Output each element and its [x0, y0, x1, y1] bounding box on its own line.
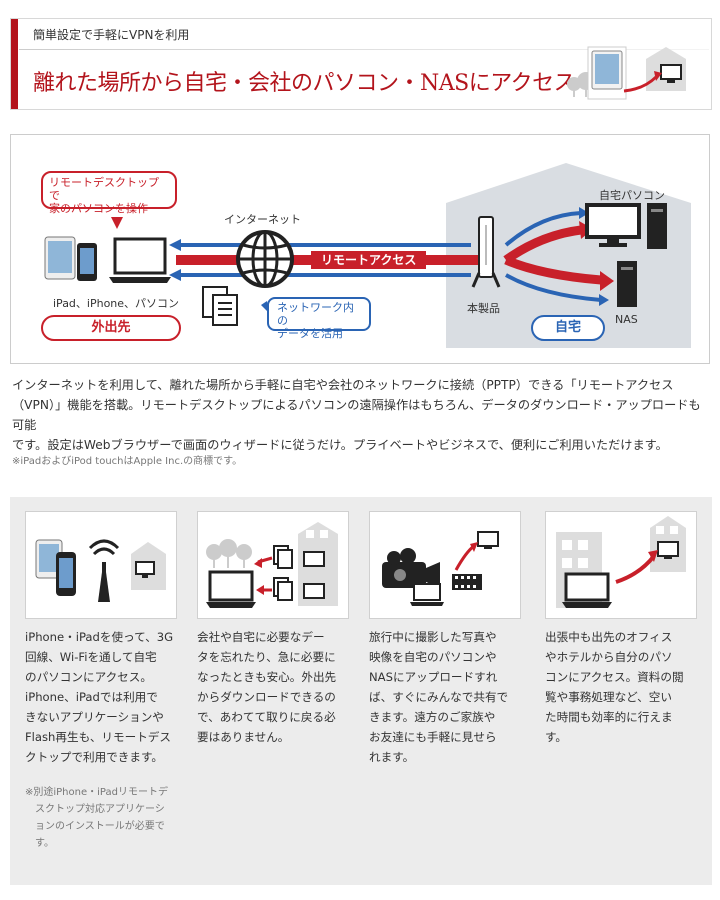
- card-line: きないアプリケーションや: [25, 710, 164, 724]
- card-line: やホテルから自分のパソ: [545, 650, 673, 664]
- nas-icon: [617, 261, 637, 307]
- outside-location-badge: 外出先: [41, 315, 181, 341]
- card-line: なったときも安心。外出先: [197, 670, 337, 684]
- section-header: 簡単設定で手軽にVPNを利用 離れた場所から自宅・会社のパソコン・NASにアクセ…: [10, 18, 712, 110]
- download-data-illustration: [206, 522, 338, 608]
- documents-icon: [202, 286, 238, 326]
- card-line: コンにアクセス。資料の閲: [545, 670, 684, 684]
- tablet-to-pc-illustration: [567, 46, 686, 100]
- card-line: からダウンロードできるの: [197, 690, 336, 704]
- card-line: 会社や自宅に必要なデー: [197, 630, 325, 644]
- use-case-card-download: [197, 511, 349, 619]
- nas-label: NAS: [615, 313, 638, 326]
- card-line: iPhone、iPadでは利用で: [25, 690, 158, 704]
- header-accent-bar: [11, 19, 18, 109]
- remote-desktop-callout: リモートデスクトップで 家のパソコンを操作: [41, 171, 177, 215]
- network-data-callout: ネットワーク内の データを活用: [267, 297, 371, 340]
- use-case-text-download: 会社や自宅に必要なデー タを忘れたり、急に必要に なったときも安心。外出先 から…: [197, 627, 347, 747]
- card-line: 覧や事務処理など、空い: [545, 690, 672, 704]
- description-line-2: （VPN）」機能を搭載。リモートデスクトップによるパソコンの遠隔操作はもちろん、…: [12, 398, 701, 432]
- description-line-3: です。設定はWebブラウザーで画面のウィザードに従うだけ。プライベートやビジネス…: [12, 438, 668, 452]
- feature-description: インターネットを利用して、離れた場所から手軽に自宅や会社のネットワークに接続（P…: [12, 375, 712, 455]
- remote-access-diagram: リモートデスクトップで 家のパソコンを操作 iPad、iPhone、パソコン 外…: [10, 134, 710, 364]
- card-line: 回線、Wi-Fiを通して自宅: [25, 650, 157, 664]
- trademark-note: ※iPadおよびiPod touchはApple Inc.の商標です。: [12, 456, 243, 467]
- business-trip-illustration: [556, 516, 686, 608]
- card-line: で、あわてて取りに戻る必: [197, 710, 336, 724]
- use-case-card-upload: [369, 511, 521, 619]
- note-line: ※別途iPhone・iPadリモートデ: [25, 787, 168, 798]
- router-product-icon: [471, 216, 501, 288]
- card-line: きます。遠方のご家族や: [369, 710, 496, 724]
- card-line: た時間も効率的に行えま: [545, 710, 673, 724]
- card-line: のパソコンにアクセス。: [25, 670, 152, 684]
- card-line: 映像を自宅のパソコンや: [369, 650, 497, 664]
- header-title: 離れた場所から自宅・会社のパソコン・NASにアクセス: [33, 71, 576, 96]
- card-line: 出張中も出先のオフィス: [545, 630, 673, 644]
- devices-label: iPad、iPhone、パソコン: [53, 297, 180, 310]
- internet-label: インターネット: [224, 213, 301, 226]
- card-line: タを忘れたり、急に必要に: [197, 650, 336, 664]
- use-case-text-mobile: iPhone・iPadを使って、3G 回線、Wi-Fiを通して自宅 のパソコンに…: [25, 627, 175, 767]
- globe-icon: [236, 230, 294, 288]
- card-line: 要はありません。: [197, 730, 290, 744]
- header-divider: [19, 49, 709, 50]
- use-case-panel: iPhone・iPadを使って、3G 回線、Wi-Fiを通して自宅 のパソコンに…: [10, 497, 712, 885]
- card-line: れます。: [369, 750, 415, 764]
- note-line: ョンのインストールが必要で: [35, 821, 165, 832]
- card-line: ば、すぐにみんなで共有で: [369, 690, 509, 704]
- use-case-note-mobile: ※別途iPhone・iPadリモートデ スクトップ対応アプリケーシ ョンのインス…: [25, 784, 177, 852]
- card-line: Flash再生も、リモートデス: [25, 730, 171, 744]
- use-case-text-upload: 旅行中に撮影した写真や 映像を自宅のパソコンや NASにアップロードすれ ば、す…: [369, 627, 519, 767]
- card-line: クトップで利用できます。: [25, 750, 163, 764]
- note-line: す。: [35, 838, 54, 849]
- card-line: お友達にも手軽に見せら: [369, 730, 497, 744]
- header-subtitle: 簡単設定で手軽にVPNを利用: [33, 28, 190, 42]
- use-case-card-mobile: [25, 511, 177, 619]
- mobile-wifi-illustration: [35, 539, 166, 602]
- use-case-text-business: 出張中も出先のオフィス やホテルから自分のパソ コンにアクセス。資料の閲 覧や事…: [545, 627, 695, 747]
- camera-upload-illustration: [382, 531, 499, 606]
- product-label: 本製品: [467, 302, 500, 315]
- description-line-1: インターネットを利用して、離れた場所から手軽に自宅や会社のネットワークに接続（P…: [12, 378, 674, 392]
- use-case-card-business: [545, 511, 697, 619]
- home-pc-icon: [585, 203, 667, 249]
- remote-access-label: リモートアクセス: [311, 251, 427, 269]
- card-line: NASにアップロードすれ: [369, 670, 498, 684]
- home-location-badge: 自宅: [531, 315, 605, 341]
- card-line: す。: [545, 730, 568, 744]
- card-line: 旅行中に撮影した写真や: [369, 630, 497, 644]
- note-line: スクトップ対応アプリケーシ: [35, 804, 165, 815]
- home-pc-label: 自宅パソコン: [599, 189, 665, 202]
- mobile-devices-icon: [44, 236, 171, 283]
- card-line: iPhone・iPadを使って、3G: [25, 630, 174, 644]
